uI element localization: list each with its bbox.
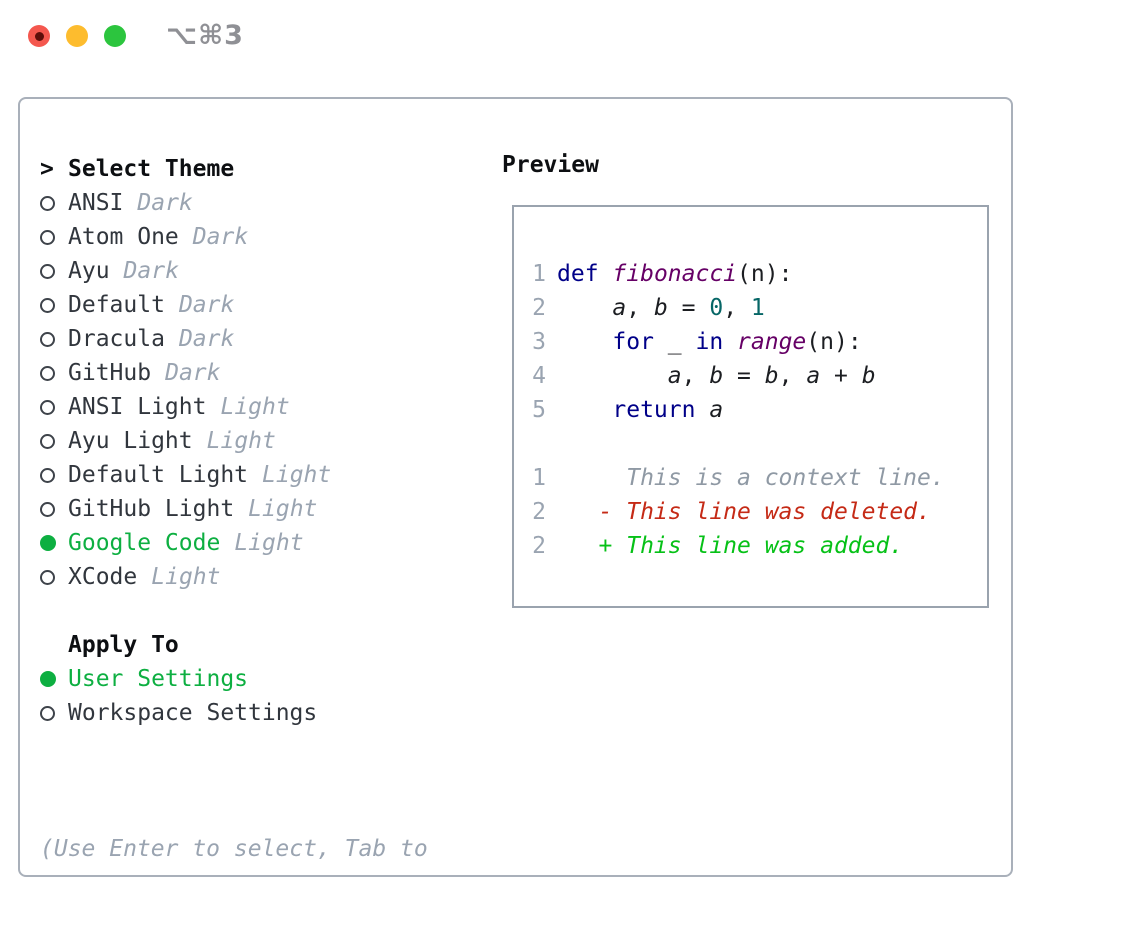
apply-option-workspace-settings[interactable]: Workspace Settings xyxy=(40,696,490,730)
spacer xyxy=(40,594,490,628)
spacer xyxy=(40,730,490,764)
code-line: 3 for _ in range(n): xyxy=(532,325,969,359)
apply-to-header: Apply To xyxy=(40,628,490,662)
radio-icon xyxy=(40,331,68,347)
code-line: 2 + This line was added. xyxy=(532,529,969,563)
theme-item-ansi[interactable]: ANSI Dark xyxy=(40,186,490,220)
radio-icon xyxy=(40,195,68,211)
item-label: ANSI xyxy=(68,190,124,216)
radio-icon xyxy=(40,467,68,483)
code-line: 2 - This line was deleted. xyxy=(532,495,969,529)
item-label: User Settings xyxy=(68,666,249,692)
item-variant-tag: Light xyxy=(206,428,276,454)
item-label: Default xyxy=(68,292,165,318)
line-number: 4 xyxy=(532,363,546,389)
help-line-1: (Use Enter to select, Tab to xyxy=(40,836,428,862)
item-variant-tag: Light xyxy=(262,462,332,488)
theme-item-xcode[interactable]: XCode Light xyxy=(40,560,490,594)
item-label: Ayu Light xyxy=(68,428,193,454)
radio-icon xyxy=(40,433,68,449)
line-number: 5 xyxy=(532,397,546,423)
line-number: 2 xyxy=(532,295,546,321)
item-label: GitHub Light xyxy=(68,496,235,522)
item-label: ANSI Light xyxy=(68,394,207,420)
item-variant-tag: Dark xyxy=(137,190,193,216)
select-theme-title: Select Theme xyxy=(68,156,235,182)
radio-icon xyxy=(40,399,68,415)
line-number: 1 xyxy=(532,465,546,491)
item-variant-tag: Dark xyxy=(178,292,235,318)
help-text: (Use Enter to select, Tab to change focu… xyxy=(40,764,490,934)
radio-icon xyxy=(40,297,68,313)
item-variant-tag: Light xyxy=(151,564,221,590)
close-button-icon[interactable] xyxy=(28,25,50,47)
unsaved-dot-icon xyxy=(34,31,44,41)
line-number: 3 xyxy=(532,329,546,355)
item-label: GitHub xyxy=(68,360,152,386)
theme-item-default-light[interactable]: Default Light Light xyxy=(40,458,490,492)
theme-item-ayu-light[interactable]: Ayu Light Light xyxy=(40,424,490,458)
line-number: 2 xyxy=(532,533,546,559)
minimize-button-icon[interactable] xyxy=(66,25,88,47)
item-label: Google Code xyxy=(68,530,221,556)
apply-option-user-settings[interactable]: User Settings xyxy=(40,662,490,696)
cursor-icon: > xyxy=(40,156,54,182)
theme-item-default[interactable]: Default Dark xyxy=(40,288,490,322)
select-theme-header: > Select Theme xyxy=(40,152,490,186)
apply-to-title: Apply To xyxy=(68,632,179,658)
radio-icon xyxy=(40,705,68,721)
item-variant-tag: Dark xyxy=(165,360,221,386)
item-label: Ayu xyxy=(68,258,110,284)
item-label: Workspace Settings xyxy=(68,700,318,726)
selected-radio-icon xyxy=(40,535,68,551)
radio-icon xyxy=(40,263,68,279)
selected-radio-icon xyxy=(40,671,68,687)
code-line: 5 return a xyxy=(532,393,969,427)
item-label: Dracula xyxy=(68,326,165,352)
theme-item-github[interactable]: GitHub Dark xyxy=(40,356,490,390)
item-variant-tag: Light xyxy=(234,530,304,556)
line-number: 1 xyxy=(532,261,546,287)
line-number: 2 xyxy=(532,499,546,525)
theme-item-ansi-light[interactable]: ANSI Light Light xyxy=(40,390,490,424)
theme-item-github-light[interactable]: GitHub Light Light xyxy=(40,492,490,526)
theme-item-ayu[interactable]: Ayu Dark xyxy=(40,254,490,288)
item-variant-tag: Dark xyxy=(178,326,235,352)
item-variant-tag: Dark xyxy=(123,258,179,284)
line-number xyxy=(532,427,546,461)
radio-icon xyxy=(40,501,68,517)
item-variant-tag: Light xyxy=(248,496,318,522)
item-label: Atom One xyxy=(68,224,179,250)
preview-title: Preview xyxy=(502,152,599,178)
code-line: 4 a, b = b, a + b xyxy=(532,359,969,393)
theme-item-google-code[interactable]: Google Code Light xyxy=(40,526,490,560)
item-label: XCode xyxy=(68,564,138,590)
code-line: 2 a, b = 0, 1 xyxy=(532,291,969,325)
code-line: 1 This is a context line. xyxy=(532,461,969,495)
theme-item-atom-one[interactable]: Atom One Dark xyxy=(40,220,490,254)
zoom-button-icon[interactable] xyxy=(104,25,126,47)
titlebar: ⌥⌘3 xyxy=(0,0,1140,72)
item-label: Default Light xyxy=(68,462,249,488)
radio-icon xyxy=(40,229,68,245)
item-variant-tag: Light xyxy=(220,394,290,420)
window-shortcut-label: ⌥⌘3 xyxy=(166,20,244,51)
radio-icon xyxy=(40,365,68,381)
radio-icon xyxy=(40,569,68,585)
theme-item-dracula[interactable]: Dracula Dark xyxy=(40,322,490,356)
item-variant-tag: Dark xyxy=(192,224,249,250)
code-line xyxy=(532,427,969,461)
